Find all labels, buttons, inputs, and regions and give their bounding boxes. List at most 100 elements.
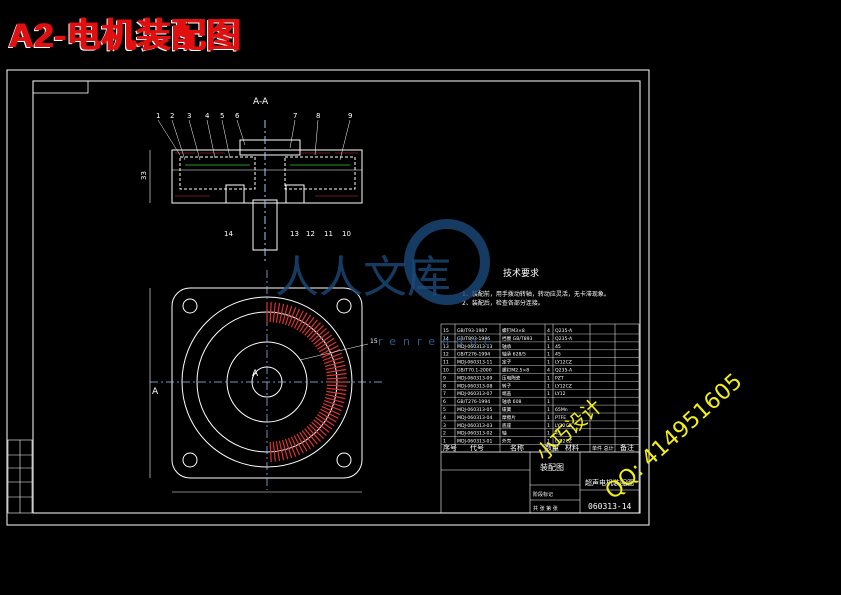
stator-tooth (281, 304, 289, 325)
stator-tooth (318, 411, 337, 423)
bom-cell-qty: 4 (547, 368, 550, 374)
bom-cell-material: LY12CZ (555, 383, 572, 389)
tech-req-line1: 1、装配前，用手拨动转轴，转动应灵活，无卡滞现象。 (462, 290, 610, 298)
bom-cell-no: 5 (443, 407, 446, 413)
stator-tooth (309, 325, 324, 340)
bom-cell-material: PTFE (555, 415, 566, 421)
svg-text:序号: 序号 (443, 443, 457, 452)
bom-cell-no: 9 (443, 375, 446, 381)
bom-cell-qty: 1 (547, 383, 550, 389)
section-hatching (175, 152, 358, 197)
code-box (32, 80, 89, 94)
bom-cell-code: MDJ-060313-03 (457, 423, 492, 429)
svg-text:11: 11 (324, 230, 333, 238)
stator-tooth (321, 348, 341, 359)
stator-tooth (324, 360, 345, 368)
bom-cell-name: 螺钉M2.5×8 (502, 367, 529, 374)
bom-header: 序号 代号 名称 数量 材料 单件 总计 备注 (443, 443, 634, 452)
bom-cell-name: 底座 (502, 422, 512, 429)
inner-border (32, 80, 641, 514)
stator-tooth (316, 414, 335, 427)
title-block (440, 451, 640, 514)
height-dim: 33 (140, 171, 148, 180)
stator-tooth (281, 439, 289, 460)
bom-cell-code: GB/T276-1994 (457, 352, 490, 358)
stator-tooth (278, 440, 285, 461)
stator-tooth (326, 368, 347, 374)
stator-tooth (269, 302, 272, 323)
stator-tooth (323, 356, 344, 365)
top-leaders (157, 119, 351, 161)
bom-cell-code: MDJ-060313-01 (457, 439, 492, 445)
bom-cell-code: GB/T70.1-2000 (457, 368, 492, 374)
bom-cell-name: 压电陶瓷 (502, 374, 521, 381)
stator-tooth (272, 441, 276, 462)
bom-cell-material: Q235-A (555, 328, 573, 334)
stator-teeth (266, 302, 347, 462)
bom-cell-code: MDJ-060313-04 (457, 415, 492, 421)
bom-cell-material: 45 (555, 344, 561, 350)
bom-cell-name: 轴承 (502, 343, 512, 350)
svg-text:9: 9 (348, 112, 352, 120)
stator-tooth (296, 312, 308, 331)
stator-tooth (287, 307, 297, 327)
stage-label: 阶段标记 (533, 491, 553, 498)
stator-tooth (320, 345, 339, 356)
stator-tooth (275, 441, 281, 462)
section-label: A-A (253, 97, 269, 107)
stator-tooth (326, 373, 347, 377)
page-title: A2-电机装配图 (8, 17, 241, 55)
stator-tooth (326, 390, 347, 396)
bom-cell-code: MDJ-060313-05 (457, 407, 492, 413)
stator-tooth (290, 436, 301, 456)
stator-tooth (284, 438, 293, 459)
bom-cell-no: 6 (443, 399, 446, 405)
stator-tooth (284, 305, 293, 326)
top-callouts: 1 2 3 4 5 6 7 8 9 (156, 112, 352, 120)
bom-cell-qty: 1 (547, 391, 550, 397)
stator-tooth (301, 430, 315, 448)
svg-text:材料: 材料 (565, 443, 579, 452)
watermark-brand: 人人文库 (275, 252, 451, 303)
bom-cell-qty: 1 (547, 336, 550, 342)
stator-tooth (293, 310, 304, 329)
svg-text:名称: 名称 (510, 443, 524, 452)
tech-req-heading: 技术要求 (503, 267, 539, 279)
stator-tooth (326, 384, 347, 387)
stator-tooth (320, 408, 339, 419)
bom-cell-name: 轴承 628/5 (502, 351, 526, 358)
stator-tooth (321, 405, 341, 416)
stator-tooth (311, 328, 327, 343)
svg-text:7: 7 (293, 112, 297, 120)
bom-cell-name: 轴 (502, 430, 507, 437)
bom-cell-code: MDJ-060313-08 (457, 383, 492, 389)
svg-text:8: 8 (316, 112, 320, 120)
bom-cell-material: 45 (555, 352, 561, 358)
bom-cell-no: 4 (443, 415, 446, 421)
svg-text:10: 10 (342, 230, 351, 238)
bom-cell-no: 7 (443, 391, 446, 397)
stator-tooth (304, 428, 318, 445)
stator-tooth (326, 377, 347, 380)
stator-tooth (306, 322, 321, 338)
stator-tooth (315, 416, 333, 430)
bom-cell-material: Q235-A (555, 336, 573, 342)
bom-cell-name: 定子 (502, 359, 512, 366)
stator-tooth (318, 341, 337, 353)
bom-cell-qty: 1 (547, 439, 550, 445)
bom-cell-material: LY12 (555, 391, 566, 397)
bom-cell-code: MDJ-060313-02 (457, 431, 492, 437)
stator-tooth (278, 303, 285, 324)
drawing-number: 060313-14 (588, 502, 632, 511)
svg-text:2: 2 (170, 112, 174, 120)
stator-tooth (299, 314, 312, 333)
bom-cell-name: 转子 (502, 382, 512, 389)
svg-text:备注: 备注 (620, 443, 634, 452)
tech-req-line2: 2、装配后，检查各部分连接。 (462, 299, 544, 307)
bom-cell-code: GB/T276-1994 (457, 399, 490, 405)
watermark-logo-icon (404, 219, 490, 305)
bom-cell-code: MDJ-060313-11 (457, 360, 492, 366)
stator-tooth (316, 337, 335, 350)
svg-text:6: 6 (235, 112, 240, 120)
